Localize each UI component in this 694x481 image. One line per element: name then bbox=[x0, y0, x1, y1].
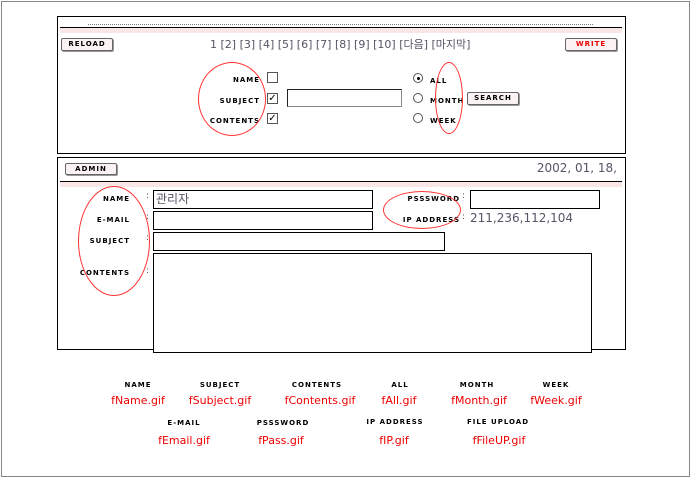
month-radio[interactable] bbox=[413, 93, 423, 103]
legend-file: fEmail.gif bbox=[158, 434, 210, 447]
write-button[interactable]: WRITE bbox=[565, 38, 617, 51]
contents-label: CONTENTS bbox=[209, 117, 260, 125]
legend-label: NAME bbox=[124, 381, 152, 389]
name-field[interactable]: 관리자 bbox=[153, 190, 373, 209]
password-label: PSSSWORD bbox=[407, 195, 460, 203]
contents-label: CONTENTS bbox=[79, 269, 130, 277]
legend-file: fFileUP.gif bbox=[472, 434, 526, 447]
all-label: ALL bbox=[430, 77, 448, 85]
legend-label: ALL bbox=[391, 381, 409, 389]
form-panel: ADMIN 2002, 01, 18, NAME E-MAIL SUBJECT … bbox=[57, 157, 626, 353]
contents-checkbox[interactable]: ✓ bbox=[267, 113, 278, 124]
email-field[interactable] bbox=[153, 211, 373, 230]
divider bbox=[60, 181, 622, 182]
colon: : bbox=[146, 233, 150, 243]
reload-button[interactable]: RELOAD bbox=[61, 38, 113, 51]
ip-address-value: 211,236,112,104 bbox=[470, 211, 574, 225]
legend-label: PSSSWORD bbox=[256, 419, 310, 427]
pink-band bbox=[60, 28, 622, 33]
legend-label: FILE UPLOAD bbox=[466, 418, 530, 426]
week-radio[interactable] bbox=[413, 113, 423, 123]
colon: : bbox=[146, 266, 150, 276]
legend-label: CONTENTS bbox=[291, 381, 343, 389]
subject-checkbox[interactable]: ✓ bbox=[267, 93, 278, 104]
dotted-divider bbox=[88, 24, 593, 25]
legend-label: E-MAIL bbox=[167, 419, 201, 427]
colon: : bbox=[146, 212, 150, 222]
legend-label: SUBJECT bbox=[199, 381, 241, 389]
legend-file: fSubject.gif bbox=[188, 394, 252, 407]
colon: : bbox=[462, 191, 466, 201]
pink-band bbox=[60, 182, 622, 187]
subject-label: SUBJECT bbox=[89, 237, 130, 245]
search-input[interactable] bbox=[287, 89, 402, 107]
legend-label: MONTH bbox=[459, 381, 495, 389]
email-label: E-MAIL bbox=[96, 216, 130, 224]
week-label: WEEK bbox=[430, 117, 457, 125]
admin-button[interactable]: ADMIN bbox=[65, 163, 117, 175]
subject-label: SUBJECT bbox=[219, 97, 260, 105]
legend-file: fIP.gif bbox=[379, 434, 409, 447]
divider bbox=[60, 27, 622, 28]
legend-file: fName.gif bbox=[111, 394, 165, 407]
legend-file: fPass.gif bbox=[258, 434, 304, 447]
name-label: NAME bbox=[102, 195, 130, 203]
date: 2002, 01, 18, bbox=[536, 161, 617, 175]
legend-label: WEEK bbox=[542, 381, 570, 389]
ip-label: IP ADDRESS bbox=[402, 216, 460, 224]
subject-field[interactable] bbox=[153, 232, 445, 251]
colon: : bbox=[146, 191, 150, 201]
all-radio[interactable] bbox=[413, 73, 423, 83]
legend-file: fWeek.gif bbox=[530, 394, 582, 407]
name-label: NAME bbox=[232, 76, 260, 84]
name-checkbox[interactable] bbox=[267, 72, 278, 83]
legend-file: fAll.gif bbox=[381, 394, 417, 407]
list-panel: RELOAD 1 [2] [3] [4] [5] [6] [7] [8] [9]… bbox=[57, 16, 626, 154]
search-button[interactable]: SEARCH bbox=[467, 92, 519, 105]
legend-label: IP ADDRESS bbox=[366, 418, 424, 426]
contents-textarea[interactable] bbox=[153, 253, 592, 353]
legend-file: fMonth.gif bbox=[451, 394, 507, 407]
password-field[interactable] bbox=[470, 190, 600, 209]
legend-file: fContents.gif bbox=[284, 394, 356, 407]
pagination[interactable]: 1 [2] [3] [4] [5] [6] [7] [8] [9] [10] [… bbox=[210, 38, 471, 51]
month-label: MONTH bbox=[430, 97, 465, 105]
colon: : bbox=[462, 212, 466, 222]
